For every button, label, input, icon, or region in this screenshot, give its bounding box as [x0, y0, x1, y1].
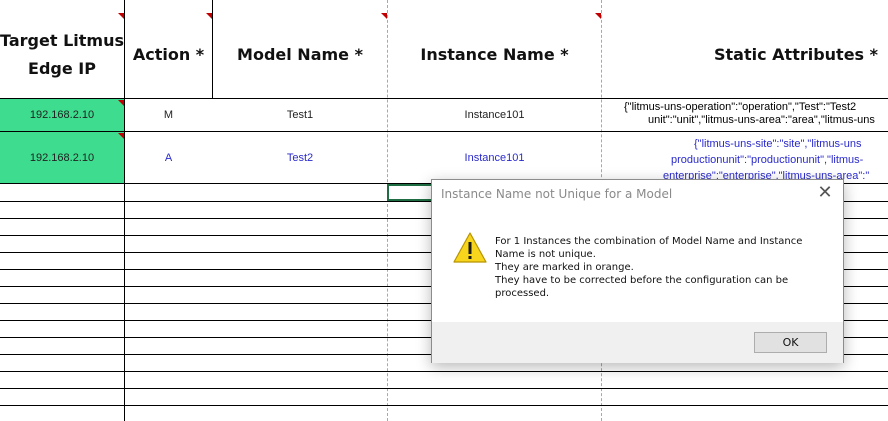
ip-cell[interactable]: 192.168.2.10: [0, 99, 124, 131]
attr-line: productionunit":"productionunit","litmus…: [671, 154, 864, 166]
warning-icon: [453, 232, 487, 263]
message-line: For 1 Instances the combination of Model…: [495, 236, 803, 247]
attr-line: unit":"unit","litmus-uns-area":"area","l…: [648, 114, 875, 126]
comment-indicator-icon: [381, 13, 387, 19]
message-line: Name is not unique.: [495, 249, 596, 260]
row-divider: [0, 405, 888, 406]
dialog-title: Instance Name not Unique for a Model: [441, 187, 673, 201]
comment-indicator-icon: [118, 133, 124, 139]
header-target-ip[interactable]: Target Litmus Edge IP: [0, 12, 124, 98]
message-line: They have to be corrected before the con…: [495, 275, 789, 286]
header-label: Static Attributes *: [714, 45, 879, 64]
header-label: Action *: [132, 45, 205, 64]
header-model-name[interactable]: Model Name *: [213, 12, 387, 98]
ok-button[interactable]: OK: [754, 332, 827, 353]
table-row: 192.168.2.10 M Test1 Instance101 {"litmu…: [0, 99, 888, 132]
header-static-attributes[interactable]: Static Attributes *: [602, 12, 888, 98]
static-attributes-cell[interactable]: {"litmus-uns-operation":"operation","Tes…: [602, 101, 888, 131]
instance-cell[interactable]: Instance101: [464, 151, 525, 164]
instance-cell[interactable]: Instance101: [464, 109, 525, 121]
header-label: Model Name *: [237, 45, 363, 64]
header-row: Target Litmus Edge IP Action * Model Nam…: [0, 0, 888, 99]
action-cell[interactable]: M: [163, 109, 174, 121]
header-label: Instance Name *: [420, 45, 569, 64]
row-divider: [0, 371, 888, 372]
static-attributes-cell[interactable]: {"litmus-uns-site":"site","litmus-uns pr…: [602, 136, 888, 183]
attr-line: {"litmus-uns-operation":"operation","Tes…: [624, 101, 857, 113]
comment-indicator-icon: [118, 13, 124, 19]
dialog-footer: OK: [432, 322, 843, 363]
warning-dialog: Instance Name not Unique for a Model ✕ F…: [431, 179, 844, 363]
attr-line: {"litmus-uns-site":"site","litmus-uns: [694, 138, 862, 150]
comment-indicator-icon: [206, 13, 212, 19]
comment-indicator-icon: [595, 13, 601, 19]
header-action[interactable]: Action *: [125, 12, 212, 98]
model-cell[interactable]: Test1: [286, 109, 314, 121]
header-label: Target Litmus: [0, 31, 124, 50]
ip-cell[interactable]: 192.168.2.10: [0, 132, 124, 183]
column-divider: [212, 0, 213, 99]
close-icon[interactable]: ✕: [817, 182, 833, 202]
column-divider: [124, 0, 125, 421]
message-line: processed.: [495, 288, 550, 299]
column-divider: [387, 0, 388, 421]
table-row: 192.168.2.10 A Test2 Instance101 {"litmu…: [0, 132, 888, 184]
message-line: They are marked in orange.: [495, 262, 634, 273]
header-instance-name[interactable]: Instance Name *: [388, 12, 601, 98]
row-divider: [0, 388, 888, 389]
dialog-message: For 1 Instances the combination of Model…: [495, 235, 835, 300]
selected-cell[interactable]: [387, 184, 433, 201]
comment-indicator-icon: [118, 100, 124, 106]
header-label: Edge IP: [28, 59, 96, 78]
action-cell[interactable]: A: [164, 151, 173, 164]
model-cell[interactable]: Test2: [286, 151, 314, 164]
